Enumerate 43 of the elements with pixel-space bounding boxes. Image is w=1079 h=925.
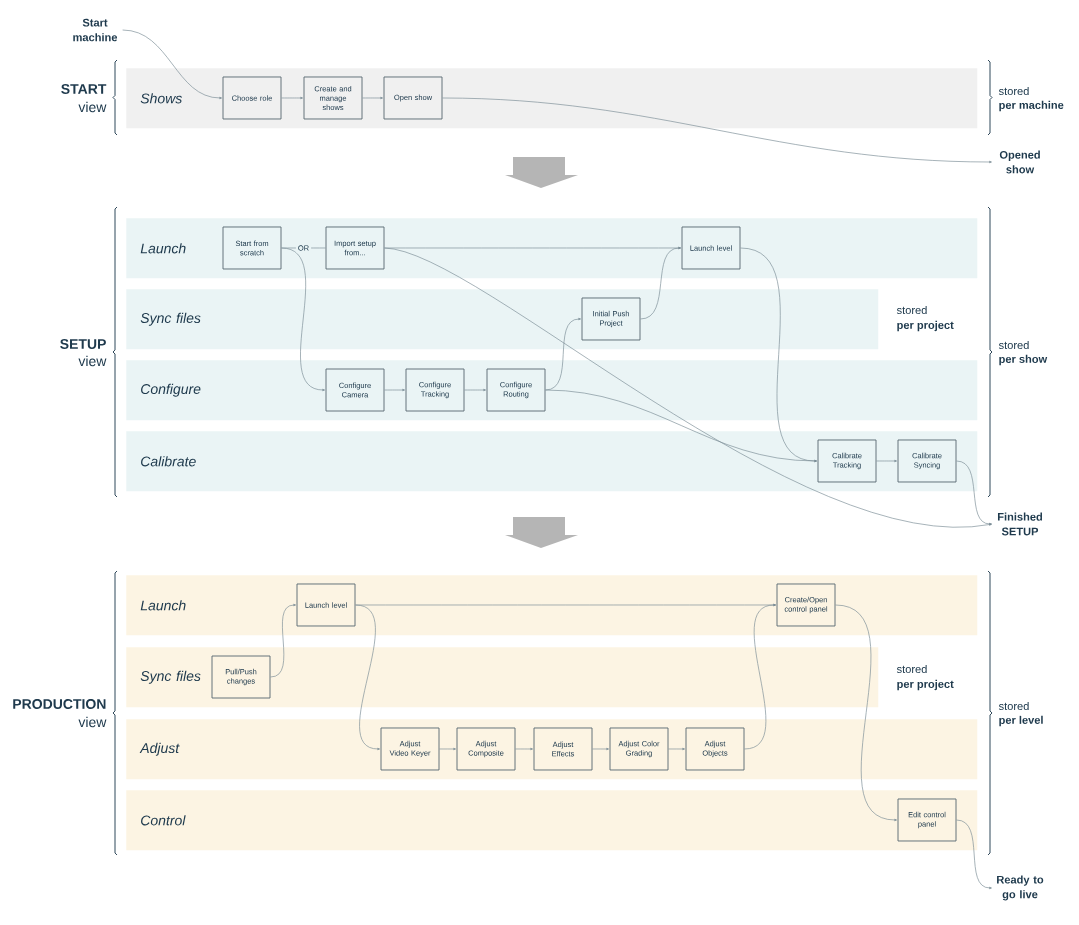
arrow [281,247,325,392]
arrow [355,604,380,751]
arrow [384,246,681,250]
connector-line [281,247,326,249]
arrow [270,603,296,678]
storage-label: stored [998,86,1029,96]
storage-label: stored [998,701,1029,711]
arrow [956,819,992,890]
arrow [744,603,776,750]
storage-label: per machine [999,100,1064,112]
storage-label: stored [896,664,927,674]
arrow [545,389,817,463]
arrow [464,388,486,392]
arrow [640,246,681,320]
view-label: SETUP [60,339,106,349]
arrow [122,29,222,100]
view-label: START [61,84,107,94]
storage-label: per level [999,715,1043,727]
view-label: PRODUCTION [13,699,106,709]
storage-label: per project [897,320,954,332]
arrow [384,388,405,392]
storage-label: per project [897,679,954,691]
arrow [668,747,685,751]
endpoint-label: Finished SETUP [998,512,1042,536]
arrow [362,96,383,100]
endpoint-label: Start machine [73,18,118,42]
arrow [281,96,303,100]
endpoint-label: Opened show [999,150,1040,174]
view-label: view [78,716,107,728]
storage-label: stored [896,305,927,315]
arrow [442,97,992,164]
view-label: view [78,355,107,367]
storage-label: stored [998,340,1029,350]
arrow [515,747,533,751]
arrow [439,747,456,751]
view-label: view [78,101,107,113]
arrow [876,459,897,463]
arrow [835,604,897,822]
endpoint-label: Ready to go live [997,875,1044,901]
arrow [384,247,992,527]
arrow [956,460,992,526]
arrow [592,747,609,751]
storage-label: per show [999,354,1048,366]
